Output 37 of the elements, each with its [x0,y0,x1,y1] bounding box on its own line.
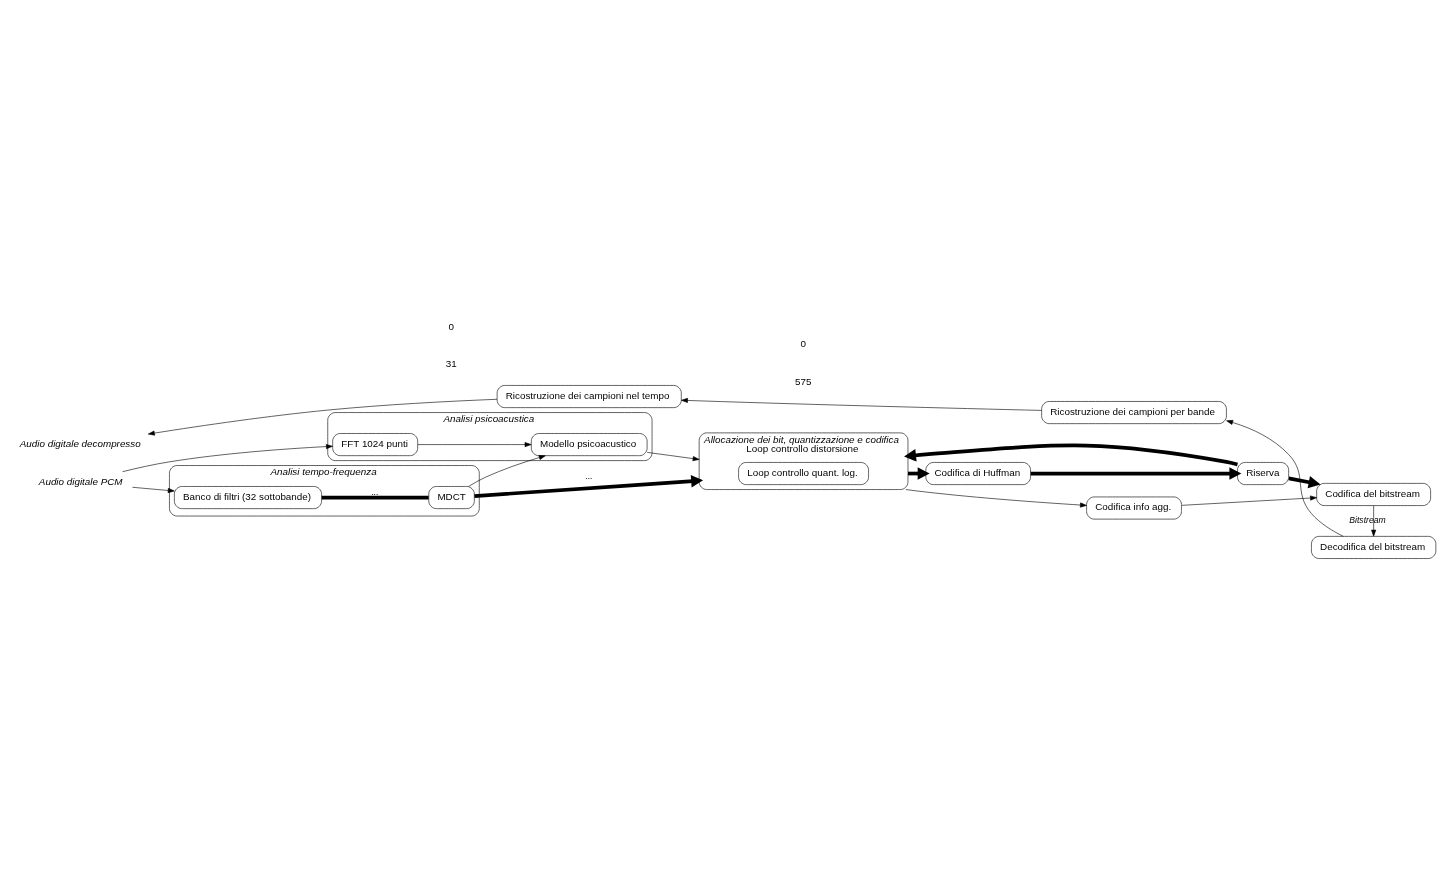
node-box: Codifica di Huffman [925,461,1031,485]
arrow [681,397,1042,411]
label: 0 [448,320,454,332]
node-box: Banco di filtri (32 sottobande) [174,485,322,509]
label: 0 [800,337,806,349]
arrow [904,443,1238,466]
node-box: Codifica del bitstream [1316,482,1431,506]
arrow [1181,495,1317,506]
arrow [1030,466,1242,480]
arrow [132,486,175,493]
node-box: FFT 1024 punti [332,432,418,456]
node-box: Decodifica del bitstream [1311,535,1437,559]
arrow [1288,475,1321,488]
arrow [147,398,498,436]
node-box: Ricostruzione dei campioni nel tempo [496,384,682,408]
node-text: Audio digitale decompresso [19,437,141,449]
label: 575 [794,375,812,387]
edge-label: ... [585,470,593,481]
node-box: Ricostruzione dei campioni per bande [1041,400,1227,424]
arrow [646,451,700,461]
node-box: Loop controllo quant. log. [738,461,869,485]
label: 31 [445,357,457,369]
arrow [122,443,333,472]
arrow [474,474,704,498]
edge-label: ... [371,486,379,497]
arrow [905,488,1087,507]
arrow [1226,419,1344,537]
arrow [417,441,532,447]
node-box: MDCT [428,485,475,509]
node-box: Modello psicoacustico [531,432,648,456]
arrow [468,454,546,487]
connector [321,495,429,499]
node-box: Riserva [1237,461,1289,485]
arrow [1371,504,1377,536]
node-text: Audio digitale PCM [38,475,123,486]
edge-label: Bitstream [1349,514,1386,525]
node-box: Codifica info agg. [1086,496,1182,519]
